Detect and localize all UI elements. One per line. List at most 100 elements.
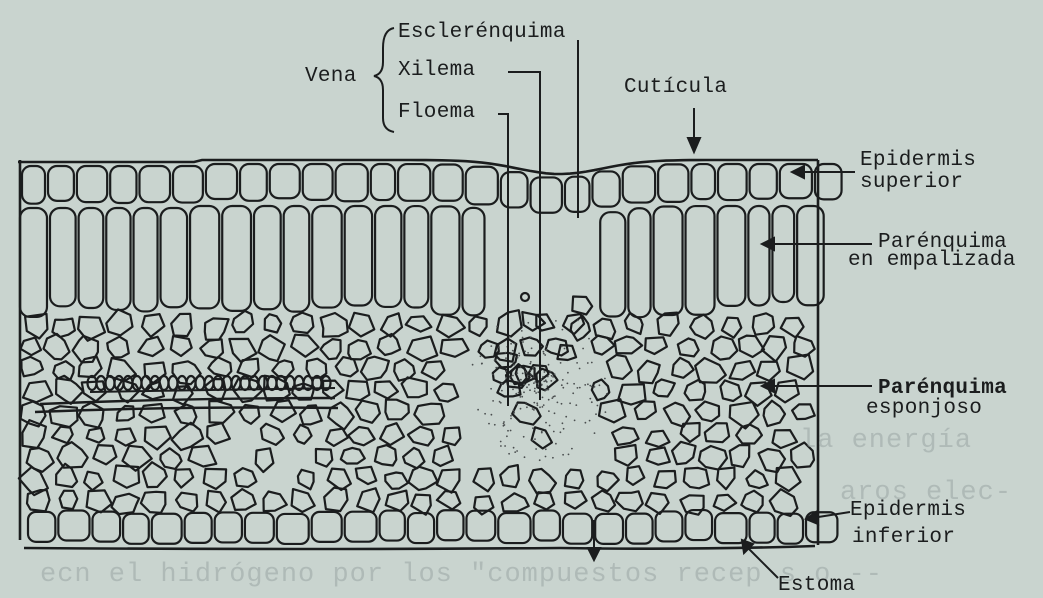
vein-stipple bbox=[523, 384, 525, 386]
spongy-cell bbox=[746, 470, 767, 488]
vein-stipple bbox=[585, 422, 587, 424]
spongy-cell bbox=[375, 381, 398, 398]
spongy-cell bbox=[434, 384, 458, 402]
spongy-cell bbox=[615, 445, 637, 466]
vein-stipple bbox=[545, 379, 547, 381]
spongy-cell bbox=[598, 471, 619, 491]
lower-surface-line bbox=[24, 546, 815, 549]
vein-stipple bbox=[518, 392, 520, 394]
spongy-cell bbox=[672, 358, 694, 378]
spongy-cell bbox=[408, 427, 434, 446]
spongy-cell bbox=[695, 358, 726, 383]
spongy-cell bbox=[680, 495, 703, 514]
spongy-cell bbox=[207, 491, 226, 513]
lower-epidermis-cell bbox=[380, 511, 405, 541]
vein-stipple bbox=[528, 384, 530, 386]
spongy-cell bbox=[44, 334, 70, 360]
spongy-cell bbox=[717, 468, 734, 490]
spongy-cell bbox=[534, 492, 554, 509]
palisade-cell bbox=[190, 206, 219, 308]
upper-epidermis-cell bbox=[658, 164, 688, 202]
vein-stipple bbox=[503, 421, 505, 423]
palisade-cell bbox=[284, 206, 310, 312]
spongy-cell bbox=[171, 336, 192, 356]
spongy-cell bbox=[56, 376, 83, 404]
palisade-cell bbox=[312, 206, 341, 308]
arrowhead bbox=[588, 548, 600, 560]
spongy-cell bbox=[402, 377, 427, 397]
vein-stipple bbox=[591, 401, 593, 403]
spongy-cell bbox=[176, 493, 197, 512]
vein-stipple bbox=[507, 430, 509, 432]
spongy-cell bbox=[546, 339, 568, 356]
vein-stipple bbox=[530, 374, 532, 376]
spongy-cell bbox=[739, 336, 764, 357]
spongy-cell bbox=[638, 361, 660, 384]
vein-stipple bbox=[587, 362, 589, 364]
vein-stipple bbox=[525, 402, 527, 404]
spongy-cell bbox=[321, 339, 341, 359]
upper-epidermis-cell bbox=[501, 172, 528, 207]
spongy-cell bbox=[409, 467, 438, 490]
spongy-cell bbox=[141, 492, 166, 513]
spongy-cell bbox=[437, 491, 460, 509]
vein-stipple bbox=[579, 368, 581, 370]
arrowhead bbox=[688, 138, 700, 152]
spongy-cell bbox=[678, 338, 699, 356]
label-parenquima-empalizada: en empalizada bbox=[848, 250, 1016, 272]
vein-stipple bbox=[547, 376, 549, 378]
spongy-cell bbox=[730, 402, 759, 428]
spongy-cell bbox=[145, 427, 171, 450]
lower-epidermis-cell bbox=[563, 514, 592, 544]
vein-stipple bbox=[506, 435, 508, 437]
vein-stipple bbox=[513, 447, 515, 449]
bleed-through-text: la energía bbox=[800, 426, 972, 456]
vein-stipple bbox=[550, 371, 552, 373]
vein-stipple bbox=[550, 380, 552, 382]
lower-epidermis-cell bbox=[215, 512, 242, 542]
vein-stipple bbox=[604, 378, 606, 380]
spongy-cell bbox=[341, 448, 365, 464]
spongy-cell bbox=[781, 318, 804, 338]
spongy-cell bbox=[348, 427, 374, 445]
spongy-cell bbox=[757, 362, 780, 381]
palisade-cell bbox=[600, 212, 625, 316]
palisade-cell bbox=[654, 206, 683, 314]
vein-stipple bbox=[472, 364, 474, 366]
vein-stipple bbox=[513, 364, 515, 366]
vein-stipple bbox=[519, 396, 521, 398]
vein-stipple bbox=[575, 404, 577, 406]
palisade-cell bbox=[106, 208, 130, 310]
vein-stipple bbox=[490, 388, 492, 390]
spongy-cell bbox=[500, 465, 519, 487]
vein-stipple bbox=[541, 432, 543, 434]
upper-epidermis-cell bbox=[270, 164, 300, 198]
spongy-cell bbox=[502, 493, 529, 511]
label-xilema: Xilema bbox=[398, 60, 475, 82]
vein-stipple bbox=[520, 408, 522, 410]
vein-stipple bbox=[522, 337, 524, 339]
spongy-cell bbox=[654, 471, 676, 488]
vein-stipple bbox=[599, 384, 601, 386]
spongy-cell bbox=[775, 380, 799, 402]
vein-stipple bbox=[521, 330, 523, 332]
vein-stipple bbox=[562, 454, 564, 456]
vein-stipple bbox=[527, 352, 529, 354]
vein-stipple bbox=[535, 448, 537, 450]
spongy-cell bbox=[695, 402, 719, 422]
vein-stipple bbox=[543, 404, 545, 406]
vein-stipple bbox=[560, 362, 562, 364]
spongy-cell bbox=[234, 468, 256, 487]
spongy-cell bbox=[139, 404, 164, 423]
spongy-cell bbox=[433, 446, 453, 467]
vein-stipple bbox=[554, 395, 556, 397]
vein-stipple bbox=[589, 398, 591, 400]
vein-stipple bbox=[526, 372, 528, 374]
spongy-cell bbox=[437, 315, 465, 338]
vein-stipple bbox=[551, 397, 553, 399]
spongy-cell bbox=[714, 495, 737, 511]
palisade-cell bbox=[748, 206, 769, 305]
lower-epidermis-cell bbox=[656, 511, 683, 541]
spongy-cell bbox=[654, 379, 675, 396]
arrowhead bbox=[762, 238, 774, 250]
